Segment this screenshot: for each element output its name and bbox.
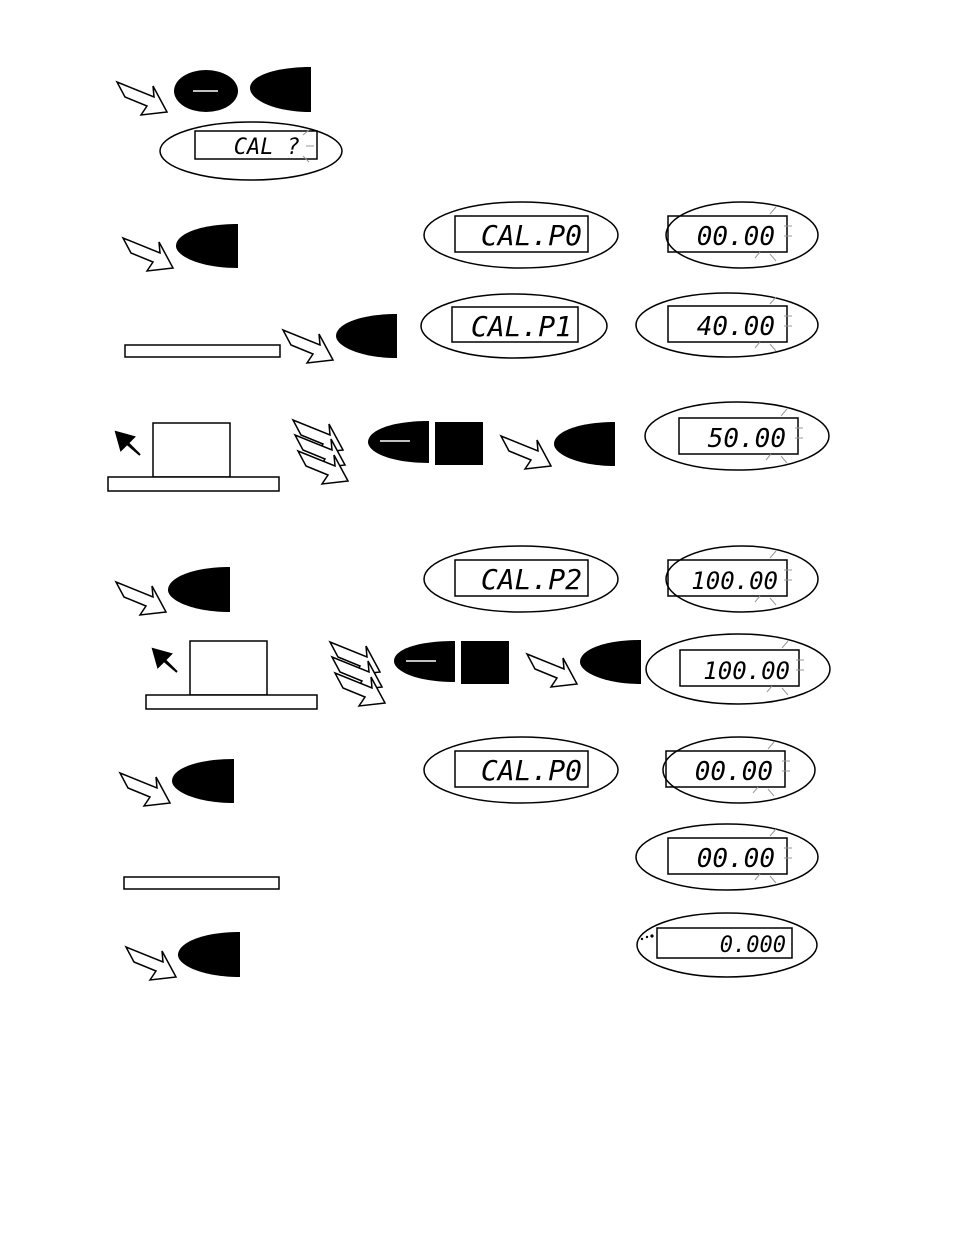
enter-key-icon — [250, 67, 311, 112]
display-text: 40.00 — [697, 312, 775, 342]
display-text: CAL.P0 — [481, 754, 582, 787]
press-arrow-icon — [126, 947, 176, 980]
display-value-100: 100.00 — [666, 546, 818, 612]
press-arrow-icon — [501, 436, 551, 469]
empty-pan-icon — [124, 877, 279, 889]
enter-key-icon — [178, 932, 240, 977]
display-cal-p0-return: CAL.P0 — [424, 737, 618, 803]
display-text: 0.000 — [720, 933, 786, 958]
press-arrow-icon — [117, 82, 167, 115]
press-arrow-icon — [123, 238, 173, 271]
flash-rays-icon — [303, 130, 314, 162]
enter-key-icon — [336, 314, 397, 358]
enter-key-icon — [176, 224, 238, 268]
display-cal-p2: CAL.P2 — [424, 546, 618, 612]
weight-on-pan-icon — [108, 423, 279, 491]
display-text: CAL ? — [234, 135, 300, 160]
display-text: 00.00 — [697, 222, 775, 252]
display-cal-p0: CAL.P0 — [424, 202, 618, 268]
display-text: 50.00 — [708, 424, 786, 454]
display-text: 100.00 — [691, 567, 778, 595]
repeat-press-arrows-icon — [330, 642, 385, 706]
display-text: CAL.P1 — [471, 310, 572, 343]
press-arrow-icon — [116, 582, 166, 615]
minus-key-icon — [394, 641, 455, 682]
display-text: CAL.P0 — [481, 219, 582, 252]
display-text: CAL.P2 — [481, 563, 582, 596]
display-value-100-confirm: 100.00 — [646, 634, 830, 704]
empty-pan-icon — [125, 345, 280, 357]
display-value-50: 50.00 — [645, 402, 829, 470]
display-value-zero-empty: 00.00 — [636, 824, 818, 890]
press-arrow-icon — [283, 330, 333, 363]
display-text: 00.00 — [697, 844, 775, 874]
display-cal-p1: CAL.P1 — [421, 294, 607, 358]
square-key-icon — [461, 641, 509, 684]
press-arrow-icon — [527, 654, 577, 687]
stable-indicator-icon — [641, 934, 654, 940]
weight-on-pan-icon — [146, 641, 317, 709]
enter-key-icon — [554, 422, 615, 466]
minus-key-icon — [368, 421, 429, 463]
display-text: 100.00 — [703, 657, 790, 685]
minus-key-icon — [174, 70, 238, 112]
display-final-weight: 0.000 — [637, 913, 817, 977]
press-arrow-icon — [120, 773, 170, 806]
display-value-zero-return: 00.00 — [663, 737, 815, 803]
square-key-icon — [435, 422, 483, 465]
enter-key-icon — [168, 567, 230, 612]
enter-key-icon — [172, 759, 234, 803]
display-cal-prompt: CAL ? — [160, 122, 342, 180]
enter-key-icon — [580, 640, 641, 684]
display-text: 00.00 — [695, 757, 773, 787]
repeat-press-arrows-icon — [293, 420, 348, 484]
display-value-40: 40.00 — [636, 293, 818, 357]
display-value-zero: 00.00 — [666, 202, 818, 268]
